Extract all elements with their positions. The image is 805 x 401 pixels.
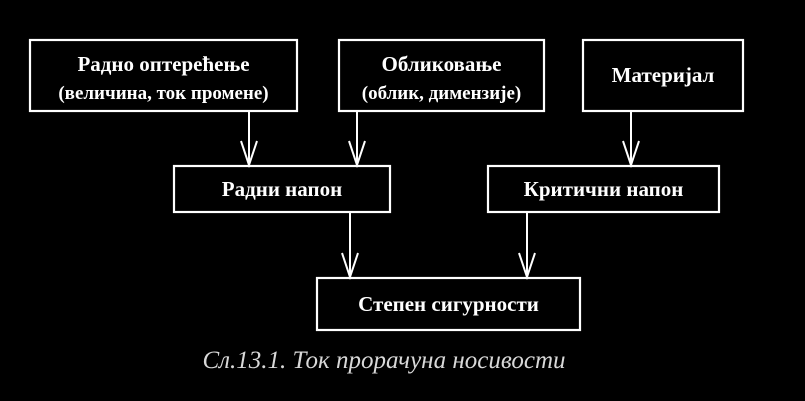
figure-caption: Сл.13.1. Ток прорачуна носивости	[202, 347, 565, 374]
arrow-material-to-critical-stress	[622, 111, 640, 169]
arrowhead-icon	[240, 140, 258, 169]
box-material-label: Материјал	[612, 63, 715, 87]
arrow-workload-to-working-stress	[240, 111, 258, 169]
box-critical-stress: Критични напон	[486, 164, 721, 214]
box-working-stress-label: Радни напон	[222, 177, 342, 201]
box-workload: Радно оптерећење (величина, ток промене)	[28, 38, 299, 113]
box-safety-factor-frame	[315, 276, 582, 332]
box-material-frame	[581, 38, 745, 113]
box-critical-stress-label: Критични напон	[524, 177, 684, 201]
box-safety-factor: Степен сигурности	[315, 276, 582, 332]
box-critical-stress-frame	[486, 164, 721, 214]
arrow-critical-stress-to-safety-factor	[518, 212, 536, 281]
box-shaping-label: Обликовање	[382, 52, 502, 76]
arrowhead-icon	[518, 252, 536, 281]
box-workload-label: Радно оптерећење	[77, 52, 249, 76]
box-working-stress: Радни напон	[172, 164, 392, 214]
box-shaping-frame	[337, 38, 546, 113]
box-working-stress-frame	[172, 164, 392, 214]
box-shaping: Обликовање (облик, димензије)	[337, 38, 546, 113]
box-workload-sublabel: (величина, ток промене)	[58, 83, 268, 104]
arrow-shaping-to-working-stress	[348, 111, 366, 169]
arrow-working-stress-to-safety-factor	[341, 212, 359, 281]
box-shaping-sublabel: (облик, димензије)	[362, 83, 521, 104]
box-workload-frame	[28, 38, 299, 113]
box-safety-factor-label: Степен сигурности	[358, 292, 539, 316]
arrowhead-icon	[622, 140, 640, 169]
box-material: Материјал	[581, 38, 745, 113]
arrowhead-icon	[341, 252, 359, 281]
arrowhead-icon	[348, 140, 366, 169]
